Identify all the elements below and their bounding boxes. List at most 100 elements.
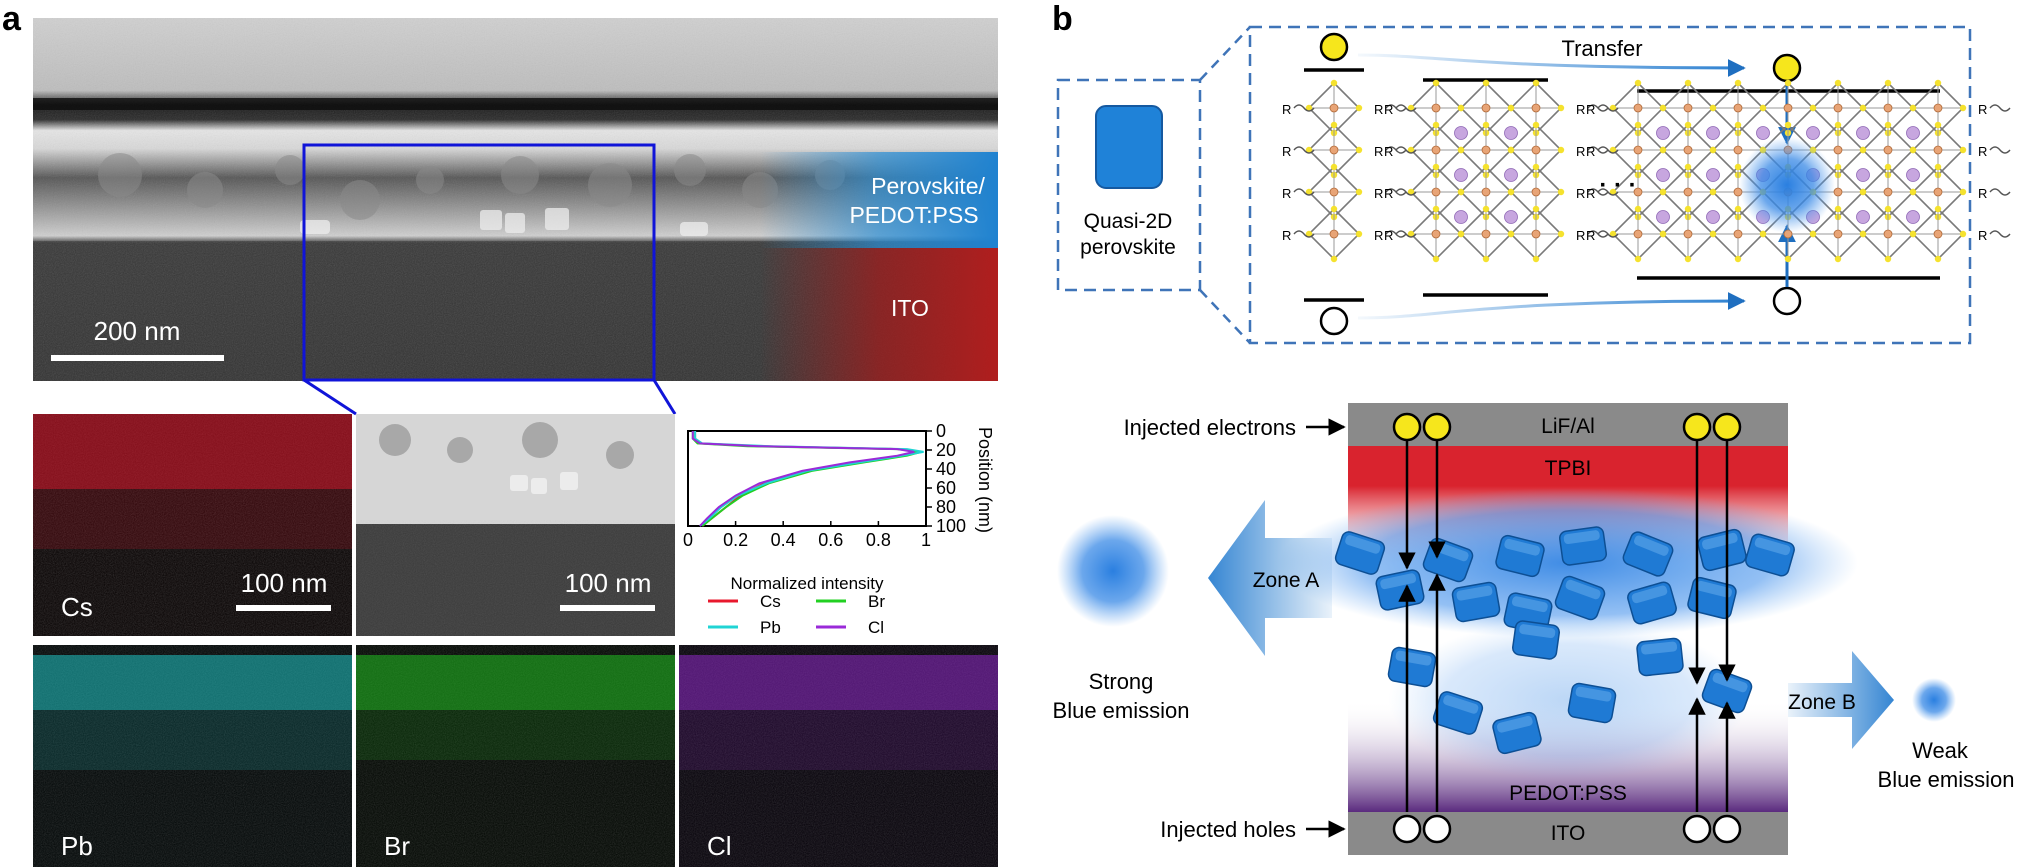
perovskite-layer-overlay (760, 152, 998, 248)
quasi2d-label-1: Quasi-2D (1084, 210, 1173, 233)
weak-label-1: Weak (1912, 738, 1969, 763)
organic-chain (1395, 146, 1417, 154)
organic-chain (1293, 146, 1315, 154)
tpbi-layer (1348, 446, 1788, 486)
cation-sphere (1706, 126, 1720, 140)
hole-icon (1319, 306, 1349, 336)
organic-r-label: R (1384, 186, 1393, 201)
organic-chain (1597, 146, 1619, 154)
y-tick-label: 80 (936, 497, 956, 517)
cation-sphere (1906, 126, 1920, 140)
zoom-region-box (302, 143, 656, 382)
organic-r-label: R (1374, 102, 1383, 117)
organic-chain (1597, 104, 1619, 112)
x-axis-label: Normalized intensity (730, 574, 884, 593)
perovskite-crystal-cube (1511, 619, 1561, 661)
cation-sphere (1706, 168, 1720, 182)
perovskite-crystal-cube (1558, 525, 1608, 567)
organic-r-label: R (1282, 144, 1291, 159)
organic-chain (1395, 230, 1417, 238)
zone-b-label: Zone B (1788, 691, 1856, 714)
injected-hole-icons (1392, 814, 1742, 844)
scalebar-zoom (560, 605, 655, 611)
electron-icon (1319, 32, 1349, 62)
perovskite-crystal-cube (1566, 681, 1618, 725)
cation-sphere (1856, 210, 1870, 224)
perovskite-crystal-cube (1635, 637, 1685, 677)
weak-emission-glow (1912, 678, 1956, 722)
y-tick-label: 20 (936, 440, 956, 460)
quasi2d-box: Quasi-2D perovskite (1056, 26, 1251, 344)
edx-map-br: Br (356, 645, 675, 867)
legend-label-cl: Cl (868, 618, 884, 637)
organic-r-label: R (1576, 186, 1585, 201)
quasi2d-crystal (1095, 105, 1163, 189)
ellipsis: · · · (1599, 172, 1636, 199)
cation-sphere (1856, 168, 1870, 182)
perovskite-crystal-cube (1450, 580, 1502, 624)
organic-chain (1597, 230, 1619, 238)
organic-r-label: R (1374, 144, 1383, 159)
cation-sphere (1906, 168, 1920, 182)
ito-label: ITO (891, 295, 929, 321)
panel-a-label: a (2, 0, 22, 38)
organic-r-label: R (1978, 144, 1987, 159)
y-tick-label: 100 (936, 516, 966, 536)
exciton-emission-glow (1739, 137, 1835, 233)
zone-a-label: Zone A (1253, 569, 1320, 592)
map-label-pb: Pb (61, 831, 93, 861)
strong-label-1: Strong (1089, 669, 1154, 694)
transfer-label: Transfer (1561, 36, 1642, 61)
device-stack: LiF/Al TPBI PEDOT:PSS ITO (1278, 403, 1858, 855)
injected-holes-label: Injected holes (1160, 817, 1296, 842)
weak-label-2: Blue emission (1878, 767, 2015, 792)
organic-r-label: R (1384, 144, 1393, 159)
cation-sphere (1656, 126, 1670, 140)
lif-label: LiF/Al (1541, 415, 1595, 438)
unit-cell (1305, 205, 1363, 264)
organic-chain (1989, 230, 2011, 238)
pedot-label: PEDOT:PSS (1509, 782, 1627, 805)
cation-sphere (1454, 168, 1468, 182)
organic-r-label: R (1374, 228, 1383, 243)
organic-chain (1293, 104, 1315, 112)
map-label-cl: Cl (707, 831, 732, 861)
cation-sphere (1806, 126, 1820, 140)
scalebar-cs (236, 605, 331, 611)
cation-sphere (1454, 210, 1468, 224)
organic-chain (1989, 104, 2011, 112)
plot-frame (687, 430, 927, 527)
tpbi-label: TPBI (1545, 457, 1592, 480)
x-tick-label: 0 (683, 530, 693, 550)
zone-a-arrow: Zone A (1208, 500, 1332, 656)
x-tick-label: 0.4 (771, 530, 796, 550)
perovskite-crystal-cube (1386, 645, 1438, 689)
legend-label-cs: Cs (760, 592, 781, 611)
zone-b-arrow: Zone B (1788, 651, 1894, 749)
transfer-arrow-electron (1357, 53, 1746, 77)
organic-r-label: R (1576, 102, 1585, 117)
organic-r-label: R (1576, 144, 1585, 159)
strong-label-2: Blue emission (1053, 698, 1190, 723)
cation-sphere (1756, 126, 1770, 140)
hole-icon (1772, 286, 1802, 316)
cation-sphere (1504, 168, 1518, 182)
organic-chain (1989, 146, 2011, 154)
organic-r-label: R (1586, 144, 1595, 159)
organic-r-label: R (1282, 102, 1291, 117)
series-line-cl (691, 431, 915, 527)
organic-r-label: R (1374, 186, 1383, 201)
edx-map-cl: Cl (679, 645, 998, 867)
legend-label-pb: Pb (760, 618, 781, 637)
tem-zoom: 100 nm (356, 414, 675, 636)
cation-sphere (1906, 210, 1920, 224)
organic-r-label: R (1384, 228, 1393, 243)
organic-r-label: R (1282, 186, 1291, 201)
cation-sphere (1656, 210, 1670, 224)
electron-icon (1772, 53, 1802, 83)
map-label-br: Br (384, 831, 410, 861)
map-label-cs: Cs (61, 592, 93, 622)
